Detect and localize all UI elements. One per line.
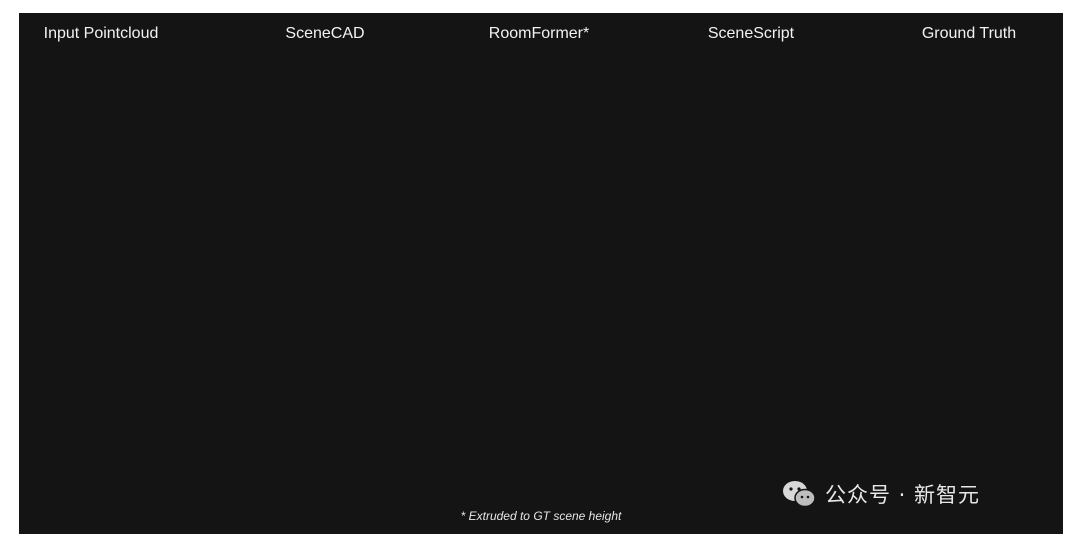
column-title-groundtruth: Ground Truth (921, 25, 1017, 42)
wechat-logo-icon (783, 481, 816, 508)
column-title-roomformer: RoomFormer* (488, 25, 590, 42)
figure-panel: Input Pointcloud SceneCAD RoomFormer* Sc… (19, 13, 1063, 534)
column-title-scenescript: SceneScript (707, 25, 795, 42)
watermark-text: 公众号 · 新智元 (825, 483, 981, 507)
watermark: 公众号 · 新智元 (781, 479, 980, 509)
figure-caption: * Extruded to GT scene height (460, 509, 622, 523)
column-title-input: Input Pointcloud (43, 25, 159, 42)
column-title-scenecad: SceneCAD (285, 25, 365, 42)
